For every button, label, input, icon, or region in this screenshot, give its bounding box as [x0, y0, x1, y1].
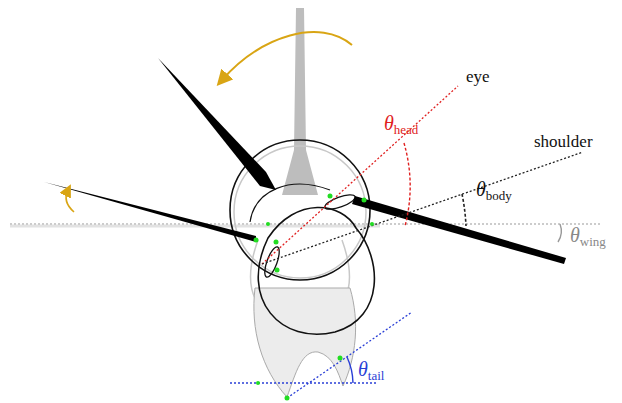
tail-angle-arc	[347, 357, 353, 383]
body-outline	[258, 207, 374, 334]
left-wing	[44, 182, 256, 242]
shoulder-label: shoulder	[534, 133, 593, 152]
eye-label: eye	[466, 68, 490, 87]
head-angle-label: θhead	[384, 112, 418, 137]
head-angle-arc	[404, 143, 410, 226]
raised-wing	[158, 58, 276, 190]
tail-base-line	[230, 382, 378, 383]
landmark-dots	[254, 194, 375, 401]
body-angle-arc	[462, 194, 466, 226]
rotation-arrow	[222, 32, 352, 80]
shoulder-line	[262, 152, 583, 264]
horizon-line	[10, 223, 600, 224]
rotation-arrow	[66, 190, 74, 212]
wing-angle-label: θwing	[570, 224, 606, 249]
tail-shape	[254, 288, 356, 397]
right-wing	[352, 196, 566, 264]
tail-axis-line	[287, 312, 412, 398]
tail-angle-label: θtail	[358, 358, 384, 383]
body-angle-label: θbody	[476, 178, 512, 203]
eye-line	[262, 86, 458, 264]
